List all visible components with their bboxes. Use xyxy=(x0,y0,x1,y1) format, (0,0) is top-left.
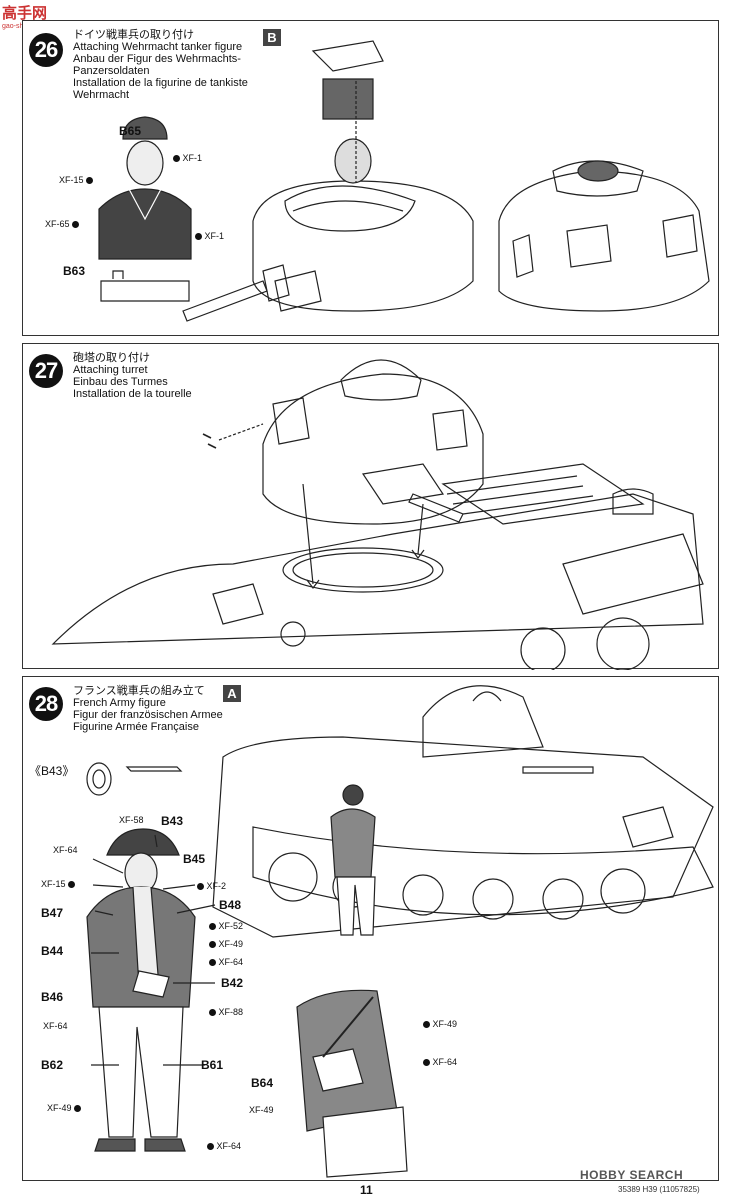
part-b48: B48 xyxy=(219,898,242,912)
step-27-panel: 27 砲塔の取り付け Attaching turret Einbau des T… xyxy=(22,343,719,670)
version-badge: A xyxy=(223,685,241,702)
paint-dot-icon xyxy=(209,941,216,949)
paint-callout: XF-88 xyxy=(209,1007,243,1017)
step-28-panel: 28 フランス戦車兵の組み立て French Army figure Figur… xyxy=(22,676,719,1181)
step-title: 砲塔の取り付け Attaching turret Einbau des Turm… xyxy=(73,352,192,400)
paint-callout: XF-64 xyxy=(43,1021,68,1031)
paint-dot-icon xyxy=(173,155,180,163)
part-b62: B62 xyxy=(41,1058,64,1072)
step-26-panel: 26 ドイツ戦車兵の取り付け Attaching Wehrmacht tanke… xyxy=(22,20,719,336)
page-number: 11 xyxy=(360,1183,373,1197)
paint-callout: XF-64 xyxy=(209,957,243,967)
step-number: 27 xyxy=(29,354,63,388)
step-number: 26 xyxy=(29,33,63,67)
paint-dot-icon xyxy=(86,177,94,185)
paint-callout: XF-49 xyxy=(249,1105,274,1115)
step-26-illustration xyxy=(98,40,710,322)
step-title: フランス戦車兵の組み立て French Army figure Figur de… xyxy=(73,685,223,733)
paint-dot-icon xyxy=(209,923,216,931)
paint-dot-icon xyxy=(195,233,202,241)
part-b43: B43 xyxy=(161,814,184,828)
part-b47: B47 xyxy=(41,906,64,920)
paint-callout: XF-65 xyxy=(45,219,80,229)
paint-callout: XF-1 xyxy=(195,231,224,241)
part-b45: B45 xyxy=(183,852,206,866)
paint-callout: XF-15 xyxy=(41,879,76,889)
paint-callout: XF-1 xyxy=(173,153,202,163)
version-badge: B xyxy=(263,29,281,46)
paint-dot-icon xyxy=(68,881,76,889)
paint-callout: XF-64 xyxy=(423,1057,457,1067)
step-number: 28 xyxy=(29,687,63,721)
part-b44: B44 xyxy=(41,944,64,958)
paint-callout: XF-64 xyxy=(53,845,78,855)
paint-dot-icon xyxy=(72,221,80,229)
watermark: HOBBY SEARCH xyxy=(580,1168,684,1182)
detail-label: 《B43》 xyxy=(29,764,75,778)
paint-callout: XF-52 xyxy=(209,921,243,931)
part-b46: B46 xyxy=(41,990,64,1004)
paint-dot-icon xyxy=(423,1059,430,1067)
part-b64: B64 xyxy=(251,1076,274,1090)
paint-dot-icon xyxy=(74,1105,82,1113)
part-b65: B65 xyxy=(119,124,142,138)
paint-callout: XF-2 xyxy=(197,881,226,891)
paint-dot-icon xyxy=(197,883,204,891)
paint-callout: XF-49 xyxy=(209,939,243,949)
paint-callout: XF-49 xyxy=(47,1103,82,1113)
paint-callout: XF-49 xyxy=(423,1019,457,1029)
paint-callout: XF-15 xyxy=(59,175,94,185)
paint-dot-icon xyxy=(423,1021,430,1029)
product-code: 35389 H39 (11057825) xyxy=(618,1185,700,1194)
part-b61: B61 xyxy=(201,1058,224,1072)
paint-callout: XF-64 xyxy=(207,1141,241,1151)
step-28-illustration xyxy=(86,685,714,1178)
step-title: ドイツ戦車兵の取り付け Attaching Wehrmacht tanker f… xyxy=(73,29,248,101)
paint-dot-icon xyxy=(209,1009,216,1017)
paint-callout: XF-58 xyxy=(119,815,144,825)
part-b63: B63 xyxy=(63,264,86,278)
paint-dot-icon xyxy=(209,959,216,967)
step-27-illustration xyxy=(51,359,704,670)
part-b42: B42 xyxy=(221,976,244,990)
paint-dot-icon xyxy=(207,1143,214,1151)
